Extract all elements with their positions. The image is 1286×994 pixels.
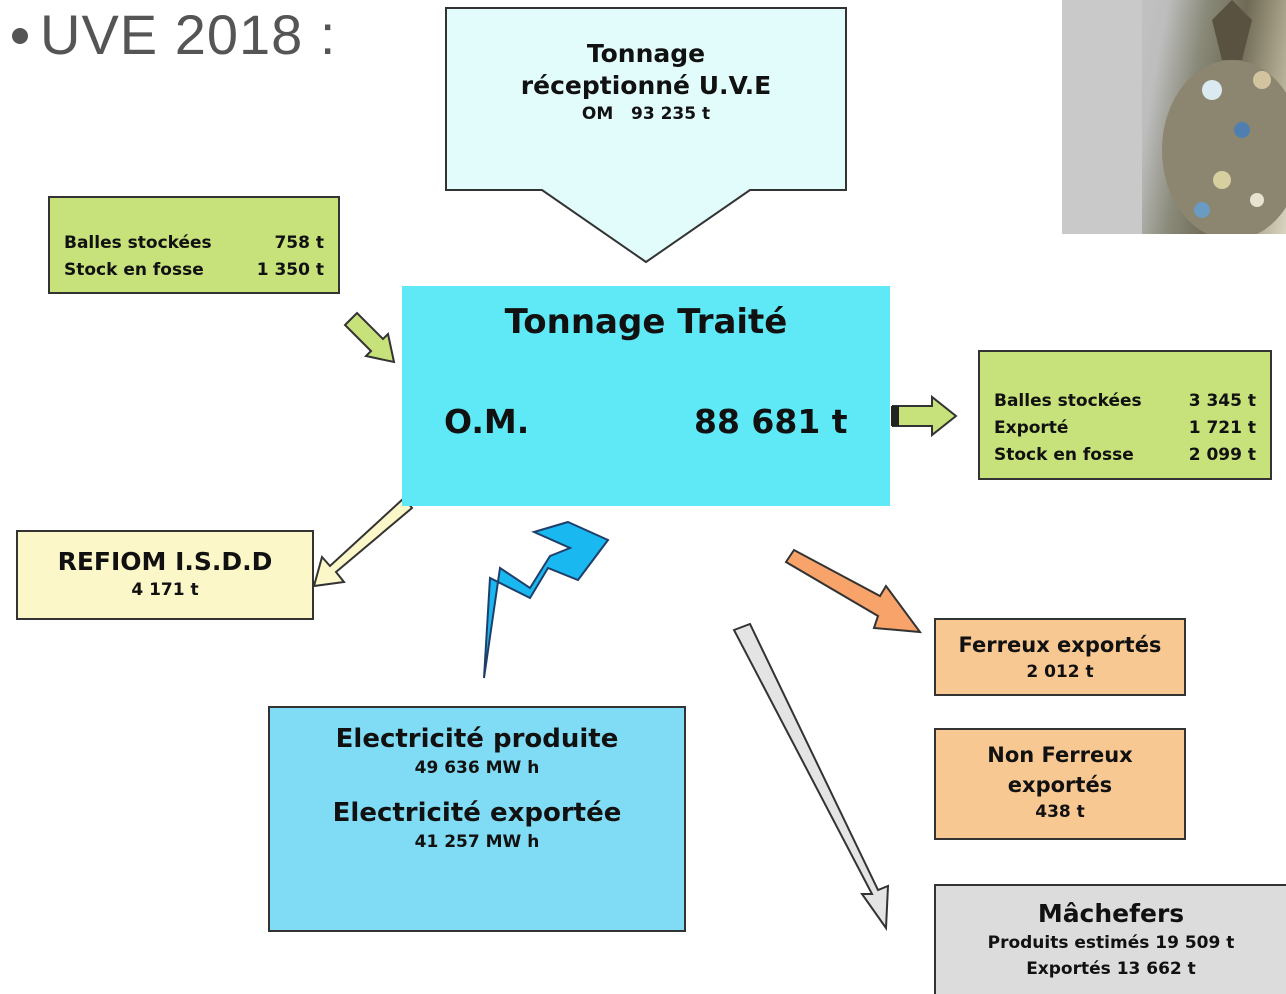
machefers-box: Mâchefers Produits estimés 19 509 t Expo… (934, 884, 1286, 994)
machefers-line1: Produits estimés 19 509 t (987, 933, 1235, 953)
refiom-title: REFIOM I.S.D.D (57, 547, 273, 576)
electricity-produced-label: Electricité produite (335, 724, 619, 754)
stock-out-arrow (892, 394, 958, 438)
electricity-box: Electricité produite 49 636 MW h Electri… (268, 706, 686, 932)
slide-title: UVE 2018 : (4, 2, 336, 67)
treated-title: Tonnage Traité (504, 302, 788, 342)
refiom-value: 4 171 t (131, 580, 199, 600)
stock-out-row-value: 3 345 t (1188, 391, 1256, 411)
stock-in-row-label: Stock en fosse (64, 260, 204, 280)
received-arrow-shape (445, 7, 847, 264)
electricity-exported-label: Electricité exportée (332, 798, 622, 828)
ferrous-value: 2 012 t (1026, 662, 1094, 682)
stock-in-row-value: 758 t (274, 233, 324, 253)
stock-in-row-value: 1 350 t (256, 260, 324, 280)
nonferrous-title-line2: exportés (1007, 773, 1113, 797)
nonferrous-title-line1: Non Ferreux (987, 743, 1133, 767)
bullet-icon (12, 28, 28, 45)
machefers-title: Mâchefers (1037, 899, 1185, 928)
machefers-line2: Exportés 13 662 t (1026, 959, 1196, 979)
ferrous-title: Ferreux exportés (958, 633, 1162, 657)
stock-out-row-label: Exporté (994, 418, 1069, 438)
stock-out-box: Balles stockées 3 345 t Exporté 1 721 t St… (978, 350, 1272, 480)
stock-in-box: Balles stockées 758 t Stock en fosse 1 350… (48, 196, 340, 294)
refiom-box: REFIOM I.S.D.D 4 171 t (16, 530, 314, 620)
electricity-produced-value: 49 636 MW h (414, 758, 540, 778)
stock-out-row-value: 1 721 t (1188, 418, 1256, 438)
stock-out-arrow-tail (891, 406, 899, 426)
machefers-arrow (732, 622, 890, 931)
received-label: OM (581, 104, 614, 124)
treated-value: 88 681 t (694, 402, 848, 441)
treated-label: O.M. (444, 402, 530, 441)
lightning-bolt-icon (483, 520, 610, 679)
received-title-line1: Tonnage (586, 39, 706, 68)
stock-out-row-value: 2 099 t (1188, 445, 1256, 465)
stock-out-row-label: Stock en fosse (994, 445, 1134, 465)
electricity-exported-value: 41 257 MW h (414, 832, 540, 852)
stock-in-arrow (343, 311, 396, 364)
ferrous-arrow (784, 548, 923, 634)
received-title-line2: réceptionné U.V.E (520, 71, 772, 100)
received-tonnage-box: Tonnage réceptionné U.V.E OM 93 235 t (446, 38, 846, 126)
treated-tonnage-box: Tonnage Traité O.M. 88 681 t (402, 286, 890, 506)
nonferrous-box: Non Ferreux exportés 438 t (934, 728, 1186, 840)
waste-grab-illustration (1062, 0, 1286, 234)
stock-out-row-label: Balles stockées (994, 391, 1142, 411)
nonferrous-value: 438 t (1035, 802, 1085, 822)
refiom-arrow (312, 496, 414, 588)
received-value: 93 235 t (631, 104, 711, 124)
ferrous-box: Ferreux exportés 2 012 t (934, 618, 1186, 696)
stock-in-row-label: Balles stockées (64, 233, 212, 253)
waste-grab-photo (1062, 0, 1286, 234)
